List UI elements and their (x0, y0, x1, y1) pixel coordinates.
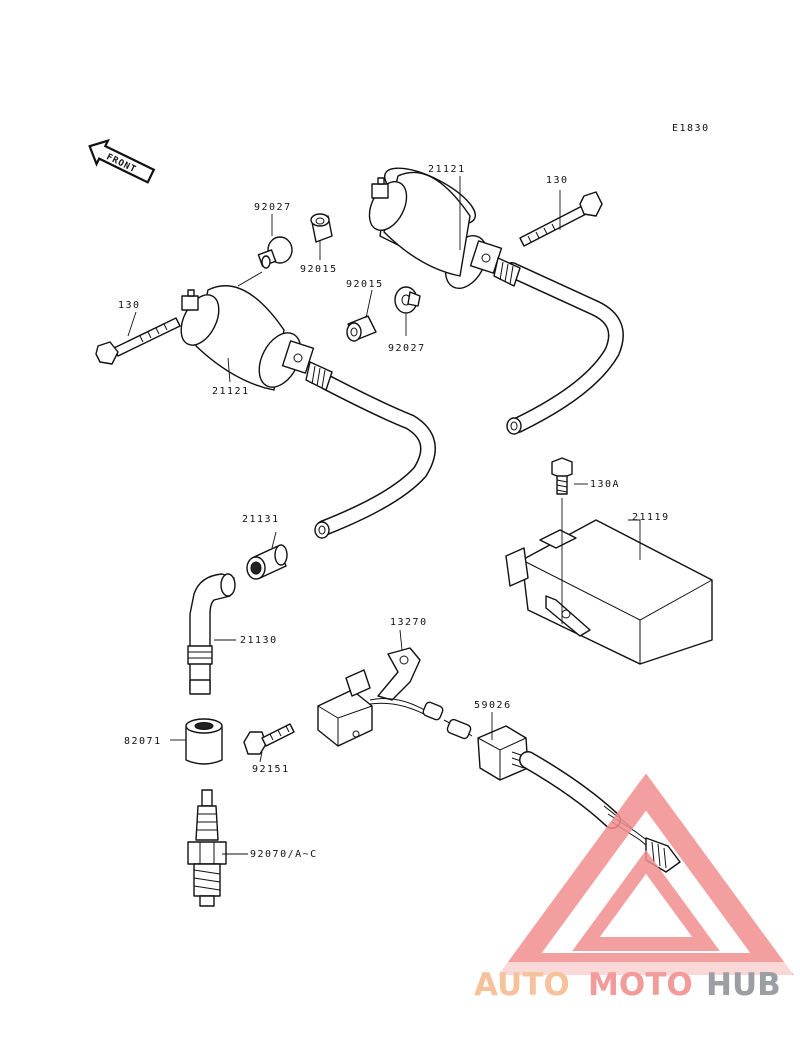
collar-92015-mid (346, 315, 377, 342)
washer-92027-top (257, 236, 293, 269)
label-bolt-right: 130 (546, 175, 569, 186)
grommet-82071 (185, 718, 223, 765)
cap-ring-21131 (246, 544, 288, 580)
bolt-130-right (519, 191, 603, 247)
diagram-code: E1830 (672, 123, 710, 134)
watermark-word-moto: MOTO (588, 967, 693, 1003)
label-bolt-left: 130 (118, 300, 141, 311)
bolt-92151 (243, 723, 295, 755)
spark-plug-92070 (187, 789, 227, 907)
label-bracket: 13270 (390, 617, 428, 628)
label-coil-right: 21121 (428, 164, 466, 175)
label-bolt-ecu: 130A (590, 479, 620, 490)
label-connector: 59026 (474, 700, 512, 711)
label-washer-mid: 92027 (388, 343, 426, 354)
watermark-word-auto: AUTO (474, 967, 570, 1003)
plug-cap-21130 (187, 573, 236, 695)
collar-92015-top (310, 213, 333, 243)
watermark-logo: AUTO MOTO HUB (472, 773, 794, 1003)
ignition-coil-right (368, 167, 624, 435)
washer-92027-mid (394, 286, 421, 314)
label-bolt-small: 92151 (252, 764, 290, 775)
label-collar-top: 92015 (300, 264, 338, 275)
label-cap-ring: 21131 (242, 514, 280, 525)
bolt-130a (551, 457, 573, 495)
ignition-coil-left (180, 285, 436, 539)
label-collar-mid: 92015 (346, 279, 384, 290)
bolt-130-left (95, 317, 181, 365)
label-plug-cap: 21130 (240, 635, 278, 646)
label-spark-plug: 92070/A~C (250, 849, 318, 860)
front-arrow-icon: FRONT (88, 138, 156, 184)
label-washer-top: 92027 (254, 202, 292, 213)
watermark-word-hub: HUB (706, 967, 781, 1003)
leader-lines (127, 176, 641, 855)
label-grommet: 82071 (124, 736, 162, 747)
pickup-coil-harness (317, 669, 473, 747)
label-ecu: 21119 (632, 512, 670, 523)
label-coil-left: 21121 (212, 386, 250, 397)
bracket-13270 (377, 647, 421, 701)
ecu-unit (505, 519, 713, 665)
